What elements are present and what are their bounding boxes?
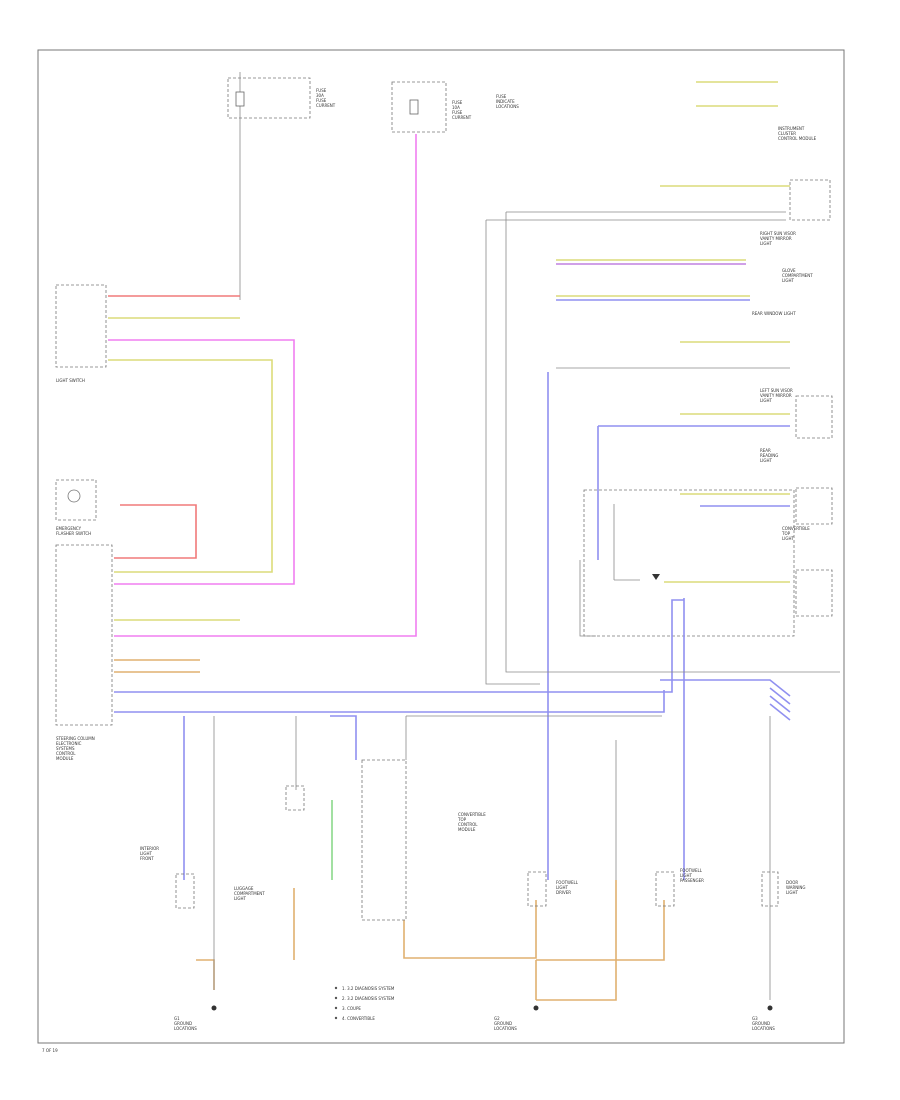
- wire-blue-2: [114, 690, 665, 713]
- rear-window-light: REAR WINDOW LIGHT: [752, 311, 796, 316]
- wire-blue-9: [660, 679, 791, 721]
- wire-blue-1: [114, 599, 684, 693]
- glove-label: GLOVE COMPARTMENT LIGHT: [782, 268, 814, 283]
- legend-bullet-4: [334, 1016, 338, 1020]
- ground-icon-3: [767, 1005, 773, 1011]
- left-sun-visor: LEFT SUN VISOR VANITY MIRROR LIGHT: [760, 388, 833, 439]
- convertible-top-label: CONVERTIBLE TOP LIGHT: [781, 526, 811, 541]
- wire-orange-5: [536, 900, 665, 961]
- convertible-top-light: CONVERTIBLE TOP LIGHT: [781, 487, 833, 541]
- left-sun-visor-label: LEFT SUN VISOR VANITY MIRROR LIGHT: [760, 388, 794, 403]
- fuse-box-left: FUSE 30A FUSE CURRENT: [227, 72, 336, 300]
- bottom-module-3: [361, 759, 407, 921]
- light-switch: LIGHT SWITCH: [55, 284, 107, 383]
- light-switch-label: LIGHT SWITCH: [56, 378, 85, 383]
- wire-orange-4: [535, 880, 617, 1001]
- instrument-cluster-label: INSTRUMENT CLUSTER CONTROL MODULE: [778, 126, 817, 141]
- bottom-lamp-5: [655, 871, 675, 907]
- flasher-icon: [67, 489, 81, 503]
- instrument-cluster: INSTRUMENT CLUSTER CONTROL MODULE: [778, 126, 817, 141]
- bottom-label-4: FOOTWELL LIGHT DRIVER: [556, 880, 579, 895]
- fuse-mid-label: FUSE 10A FUSE CURRENT: [452, 100, 472, 120]
- steering-column-label: STEERING COLUMN ELECTRONIC SYSTEMS CONTR…: [56, 736, 96, 761]
- wire-gray-10: [579, 560, 596, 637]
- wire-orange-1: [114, 659, 200, 673]
- bottom-lamp-6: [761, 871, 779, 907]
- right-sun-visor: RIGHT SUN VISOR VANITY MIRROR LIGHT: [760, 179, 831, 246]
- ground-label-1: G1 GROUND LOCATIONS: [174, 1016, 197, 1031]
- legend-bullet-2: [334, 996, 338, 1000]
- bottom-lamp-2: [285, 785, 305, 811]
- right-module: [583, 489, 833, 637]
- right-sun-visor-label: RIGHT SUN VISOR VANITY MIRROR LIGHT: [760, 231, 797, 246]
- diagram-frame: [37, 49, 845, 1044]
- rear-window-label: REAR WINDOW LIGHT: [752, 311, 796, 316]
- fuse-left-label: FUSE 30A FUSE CURRENT: [316, 88, 336, 108]
- bottom-lamp-1: [175, 873, 195, 909]
- bottom-label-6: DOOR WARNING LIGHT: [786, 880, 807, 895]
- wire-orange-2: [196, 888, 295, 990]
- ground-icon-2: [533, 1005, 539, 1011]
- wire-blue-4: [330, 715, 357, 760]
- wire-gray-2: [505, 211, 840, 673]
- bottom-label-2: LUGGAGE COMPARTMENT LIGHT: [234, 886, 266, 901]
- ground-label-2: G2 GROUND LOCATIONS: [494, 1016, 517, 1031]
- wire-yellow-11: [696, 81, 778, 107]
- ground-label-3: G3 GROUND LOCATIONS: [752, 1016, 775, 1031]
- wire-pink-1: [108, 339, 295, 585]
- emergency-flasher-switch: EMERGENCY FLASHER SWITCH: [55, 479, 97, 536]
- wire-gray-1: [485, 219, 786, 685]
- bottom-components: INTERIOR LIGHT FRONT LUGGAGE COMPARTMENT…: [140, 759, 807, 921]
- page-number: 7 OF 19: [42, 1048, 58, 1053]
- legend-bullet-3: [334, 1006, 338, 1010]
- rear-reading-label: REAR READING LIGHT: [760, 448, 780, 463]
- legend-item-2: 2. 3.2 DIAGNOSIS SYSTEM: [342, 996, 395, 1001]
- legend-item-4: 4. CONVERTIBLE: [342, 1016, 375, 1021]
- fuse-mid-note: FUSE INDICATE LOCATIONS: [496, 94, 519, 109]
- steering-column-module: STEERING COLUMN ELECTRONIC SYSTEMS CONTR…: [55, 544, 113, 761]
- bottom-label-1: INTERIOR LIGHT FRONT: [140, 846, 160, 861]
- legend-item-3: 3. COUPE: [342, 1006, 361, 1011]
- bottom-lamp-4: [527, 871, 547, 907]
- fuse-box-mid: FUSE 10A FUSE CURRENT FUSE INDICATE LOCA…: [391, 81, 519, 133]
- wire-blue-6: [597, 425, 790, 560]
- legend: 1. 3.2 DIAGNOSIS SYSTEM 2. 3.2 DIAGNOSIS…: [334, 986, 395, 1021]
- wire-gray-4: [613, 504, 640, 581]
- wire-pink-2: [114, 134, 417, 637]
- wire-yellow-2: [108, 359, 273, 573]
- glove-compartment-light: GLOVE COMPARTMENT LIGHT: [782, 268, 814, 283]
- wire-orange-3: [403, 900, 537, 959]
- flasher-label: EMERGENCY FLASHER SWITCH: [56, 526, 91, 536]
- ground-icon-1: [211, 1005, 217, 1011]
- legend-item-1: 1. 3.2 DIAGNOSIS SYSTEM: [342, 986, 395, 991]
- ground-points: G1 GROUND LOCATIONS G2 GROUND LOCATIONS …: [174, 1005, 775, 1031]
- ground-triangle-icon: [652, 574, 660, 580]
- rear-reading-light: REAR READING LIGHT: [760, 448, 780, 463]
- bottom-label-5: FOOTWELL LIGHT PASSENGER: [680, 868, 704, 883]
- wire-red-2: [114, 504, 197, 559]
- wire-gray-7: [405, 715, 662, 760]
- legend-bullet-1: [334, 986, 338, 990]
- bottom-label-3: CONVERTIBLE TOP CONTROL MODULE: [457, 812, 487, 832]
